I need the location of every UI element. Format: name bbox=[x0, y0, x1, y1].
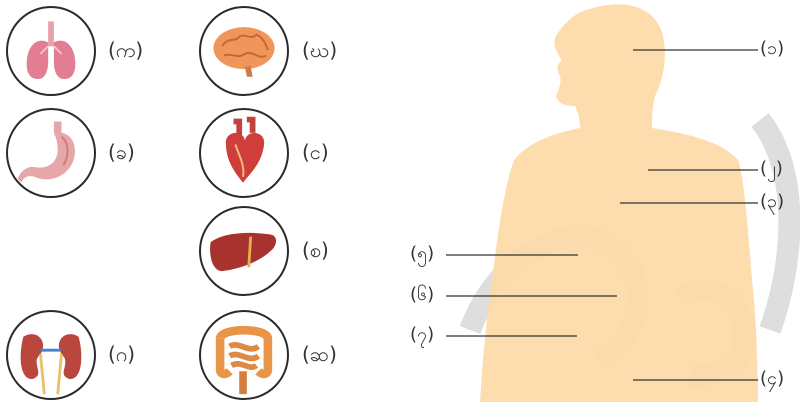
stomach-icon bbox=[6, 108, 96, 198]
liver-icon bbox=[199, 206, 289, 296]
organ-label-lungs: (က) bbox=[108, 40, 143, 60]
body-label-2: (၂) bbox=[760, 160, 783, 178]
organ-label-kidneys: (ဂ) bbox=[108, 344, 135, 364]
body-label-6: (၆) bbox=[410, 286, 434, 304]
lungs-icon bbox=[6, 6, 96, 96]
kidneys-icon bbox=[6, 310, 96, 400]
organ-label-liver: (စ) bbox=[302, 240, 329, 260]
brain-icon bbox=[199, 6, 289, 96]
organ-label-heart: (င) bbox=[302, 142, 329, 162]
organ-label-brain: (ဃ) bbox=[302, 40, 337, 60]
body-label-1: (၁) bbox=[760, 40, 784, 58]
organ-label-stomach: (ခ) bbox=[108, 142, 135, 162]
body-label-5: (၅) bbox=[410, 245, 434, 263]
heart-icon bbox=[199, 108, 289, 198]
body-label-4: (၄) bbox=[760, 370, 784, 388]
body-label-3: (၃) bbox=[760, 193, 784, 211]
body-label-7: (၇) bbox=[410, 326, 434, 344]
organ-label-intestines: (ဆ) bbox=[302, 344, 337, 364]
intestines-icon bbox=[199, 310, 289, 400]
